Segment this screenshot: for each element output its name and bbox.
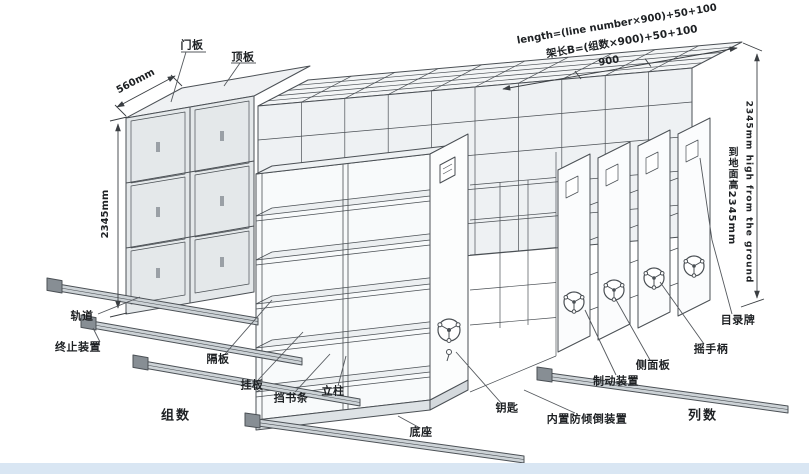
label-partition: 隔板 [206, 352, 230, 366]
label-column-count: 列数 [687, 408, 719, 424]
label-end-stop: 终止装置 [55, 340, 101, 354]
dimension-lines [109, 42, 765, 318]
label-column: 立柱 [321, 384, 345, 398]
label-brake: 制动装置 [593, 374, 639, 388]
floor-rails [46, 277, 789, 464]
leader-lines [92, 51, 733, 429]
right-end-panels [557, 117, 711, 353]
label-book-stop: 挡书条 [273, 391, 309, 405]
door-handles [156, 131, 224, 278]
end-stop-block [536, 366, 553, 383]
front-end-panel [429, 133, 469, 401]
label-key: 钥匙 [495, 401, 519, 415]
handwheel[interactable] [643, 267, 665, 290]
handwheel[interactable] [563, 291, 585, 314]
end-stop-block [244, 412, 261, 429]
dim-height-2345mm-left: 2345mm [100, 189, 111, 239]
label-crank-handle: 摇手柄 [693, 342, 729, 356]
end-stop-block [132, 354, 149, 371]
dim-height-right-en: 2345mm high from the ground [743, 100, 754, 284]
handwheel[interactable] [603, 279, 625, 302]
key-in-lock[interactable] [446, 349, 452, 362]
end-stop-block [46, 277, 63, 294]
front-open-unit [255, 145, 469, 431]
label-anti-tip: 内置防倾倒装置 [546, 412, 628, 426]
label-top-panel: 顶板 [231, 50, 255, 64]
label-side-panel: 侧面板 [635, 358, 671, 372]
end-stop-block [80, 314, 97, 331]
label-catalog-plate: 目录牌 [720, 313, 756, 327]
label-door-panel: 门板 [180, 38, 204, 52]
receding-shelf-rows [469, 152, 557, 393]
dim-height-right-cn: 到地面高2345mm [726, 146, 737, 246]
footer-strip [0, 463, 809, 474]
handwheel[interactable] [683, 255, 705, 278]
label-hanging-board: 挂板 [240, 378, 264, 392]
label-rail: 轨道 [70, 309, 94, 323]
label-base: 底座 [409, 425, 433, 439]
handwheel-front[interactable] [437, 318, 461, 343]
label-group-count: 组数 [160, 408, 192, 424]
catalog-plate-front [439, 156, 456, 184]
catalog-plates [565, 139, 699, 199]
